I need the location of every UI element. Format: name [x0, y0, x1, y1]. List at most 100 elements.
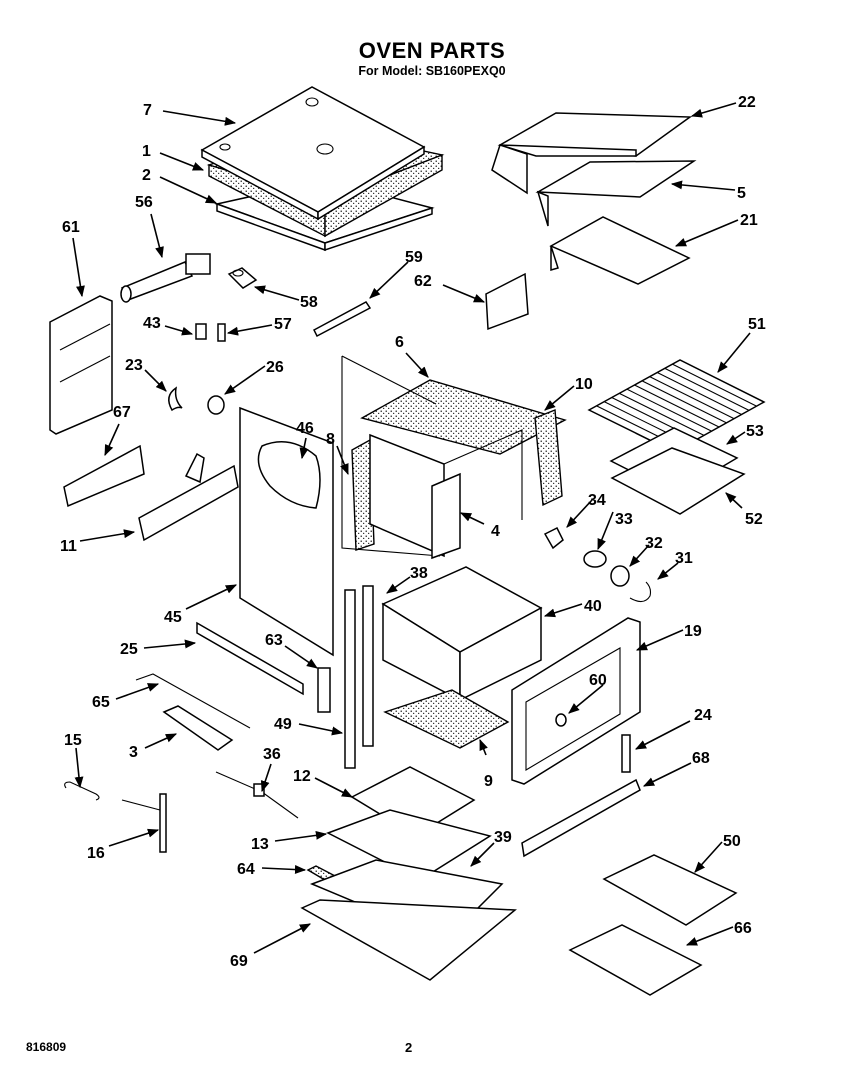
- rack-wire: [619, 392, 705, 436]
- part-4-baffle: [431, 472, 461, 560]
- part-23-cam: [168, 386, 183, 412]
- part-63-clip: [317, 667, 331, 713]
- part-16-hinge: [121, 793, 167, 853]
- callout-16: 16: [87, 845, 105, 862]
- part-25-rail: [196, 621, 304, 696]
- part-22-backguard: [491, 112, 693, 195]
- part-52-broil-pan: [610, 447, 746, 515]
- callout-45: 45: [164, 609, 182, 626]
- part-60-screw: [555, 713, 567, 727]
- callout-8: 8: [326, 431, 335, 448]
- callout-69: 69: [230, 953, 248, 970]
- part-57-clip: [217, 323, 226, 342]
- callout-3: 3: [129, 744, 138, 761]
- callout-32: 32: [645, 535, 663, 552]
- callout-2: 2: [142, 167, 151, 184]
- callout-1: 1: [142, 143, 151, 160]
- callout-25: 25: [120, 641, 138, 658]
- callout-12: 12: [293, 768, 311, 785]
- callout-51: 51: [748, 316, 766, 333]
- callout-34: 34: [588, 492, 606, 509]
- part-32-lens: [610, 565, 630, 587]
- callout-11: 11: [60, 538, 77, 555]
- callout-66: 66: [734, 920, 752, 937]
- callout-62: 62: [414, 273, 432, 290]
- part-5-channel: [535, 160, 697, 227]
- callout-13: 13: [251, 836, 269, 853]
- part-3-channel: [162, 705, 234, 751]
- part-36-sensor: [215, 771, 299, 819]
- callout-67: 67: [113, 404, 131, 421]
- callout-4: 4: [491, 523, 500, 540]
- callout-7: 7: [143, 102, 152, 119]
- rack-wire: [626, 388, 712, 432]
- callout-43: 43: [143, 315, 161, 332]
- page-number: 2: [405, 1040, 413, 1055]
- callout-64: 64: [237, 861, 255, 878]
- rack-wire: [672, 363, 757, 407]
- callout-59: 59: [405, 249, 423, 266]
- part-33-bulb: [583, 550, 607, 568]
- callout-53: 53: [746, 423, 764, 440]
- rack-wire: [634, 384, 720, 428]
- part-6-insulation: [360, 379, 567, 455]
- part-62-bracket: [485, 272, 529, 331]
- part-58-bracket: [227, 267, 258, 289]
- callout-56: 56: [135, 194, 153, 211]
- part-11-brace: [138, 452, 239, 542]
- callout-65: 65: [92, 694, 110, 711]
- callout-15: 15: [64, 732, 82, 749]
- part-7-top-panel: [200, 86, 426, 221]
- callout-63: 63: [265, 632, 283, 649]
- part-50-tray: [602, 854, 738, 926]
- callout-49: 49: [274, 716, 292, 733]
- callout-21: 21: [740, 212, 758, 229]
- callout-5: 5: [737, 185, 746, 202]
- part-67-bracket: [63, 444, 145, 508]
- callout-60: 60: [589, 672, 607, 689]
- rack-wire: [657, 372, 742, 415]
- callout-52: 52: [745, 511, 763, 528]
- callout-40: 40: [584, 598, 602, 615]
- part-43-clip: [195, 323, 207, 340]
- callout-10: 10: [575, 376, 593, 393]
- part-26-switch: [207, 395, 225, 415]
- document-number: 816809: [26, 1040, 67, 1054]
- part-56-element: [120, 253, 211, 303]
- rack-wire: [664, 367, 750, 411]
- part-68-vent-strip: [521, 778, 641, 858]
- page-title: OVEN PARTS: [358, 38, 506, 63]
- part-19-door-frame: [511, 617, 641, 785]
- rack-wire: [649, 376, 735, 420]
- callout-31: 31: [675, 550, 693, 567]
- leader-lines: [72, 102, 751, 954]
- callout-50: 50: [723, 833, 741, 850]
- part-24-strip: [621, 734, 631, 773]
- callout-6: 6: [395, 334, 404, 351]
- oven-liner: [341, 355, 523, 558]
- callout-23: 23: [125, 357, 143, 374]
- part-40-cavity: [381, 566, 543, 702]
- part-38-channel: [362, 585, 374, 747]
- callout-58: 58: [300, 294, 318, 311]
- callout-38: 38: [410, 565, 428, 582]
- part-49-channel: [344, 589, 356, 769]
- part-34-socket: [543, 526, 564, 550]
- part-15-spring: [64, 781, 100, 801]
- model-subtitle: For Model: SB160PEXQ0: [358, 64, 506, 78]
- callout-61: 61: [62, 219, 80, 236]
- callout-57: 57: [274, 316, 292, 333]
- callout-39: 39: [494, 829, 512, 846]
- part-10-insulation: [534, 408, 563, 507]
- callout-22: 22: [738, 94, 756, 111]
- part-59-strip: [313, 301, 372, 338]
- callout-9: 9: [484, 773, 493, 790]
- part-31-wire: [629, 581, 652, 603]
- part-69-pan: [300, 899, 517, 981]
- part-8-insulation: [351, 438, 375, 551]
- part-21-cover: [549, 216, 691, 285]
- callout-68: 68: [692, 750, 710, 767]
- part-61-vent: [49, 295, 113, 435]
- callout-46: 46: [296, 420, 314, 437]
